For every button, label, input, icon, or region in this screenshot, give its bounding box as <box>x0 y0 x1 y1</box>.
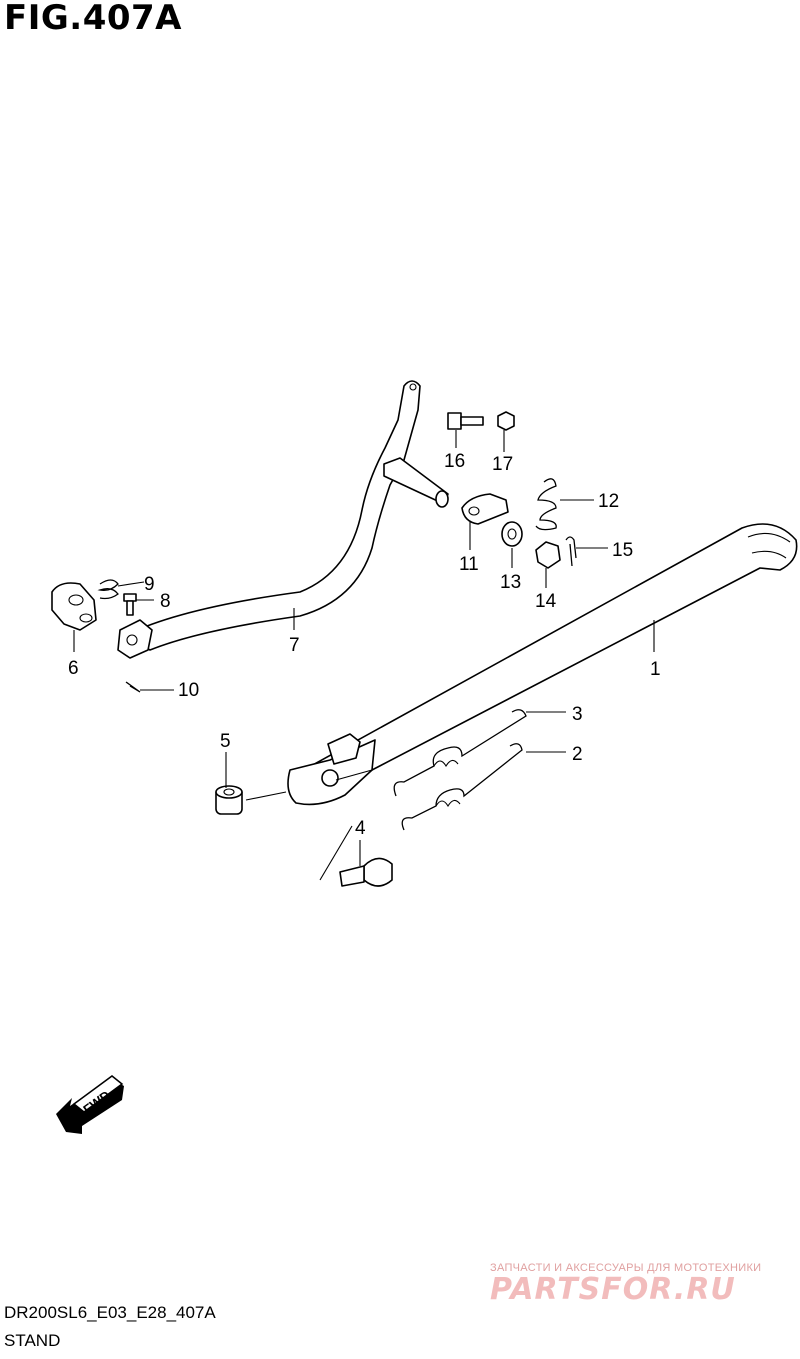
leader-lines <box>73 430 655 881</box>
callout-3: 3 <box>572 704 583 725</box>
stud-bolt <box>339 857 393 887</box>
watermark-brand: PARTSFOR.RU <box>490 1272 736 1307</box>
side-stand-leg <box>287 523 798 806</box>
retaining-pin <box>565 536 577 567</box>
figure-title: FIG.407A <box>4 0 182 38</box>
callout-10: 10 <box>178 680 199 701</box>
spring-short <box>401 743 523 831</box>
callout-16: 16 <box>444 451 465 472</box>
callout-17: 17 <box>492 454 513 475</box>
diagram-name: STAND <box>4 1331 61 1350</box>
callout-12: 12 <box>598 491 619 512</box>
callout-6: 6 <box>68 658 79 679</box>
small-spring <box>97 579 119 600</box>
spring-long <box>393 709 527 797</box>
bushing <box>535 541 561 569</box>
callout-11: 11 <box>459 554 479 575</box>
callout-13: 13 <box>500 572 521 593</box>
stand-plate <box>461 493 509 525</box>
callout-14: 14 <box>535 591 557 612</box>
stand-bracket <box>117 380 449 659</box>
callout-7: 7 <box>289 635 300 656</box>
fwd-arrow-icon: FWD <box>56 1075 124 1134</box>
stand-spring <box>535 478 557 531</box>
collar <box>215 785 243 815</box>
bracket-clamp <box>51 582 97 631</box>
diagram-code: DR200SL6_E03_E28_407A <box>4 1303 216 1322</box>
callout-1: 1 <box>650 659 661 680</box>
callout-2: 2 <box>572 744 583 765</box>
watermark: ЗАПЧАСТИ И АКСЕССУАРЫ ДЛЯ МОТОТЕХНИКИ PA… <box>490 1262 790 1307</box>
watermark-tagline: ЗАПЧАСТИ И АКСЕССУАРЫ ДЛЯ МОТОТЕХНИКИ <box>490 1262 762 1274</box>
callout-4: 4 <box>355 818 366 839</box>
callout-5: 5 <box>220 731 231 752</box>
callout-15: 15 <box>612 540 633 561</box>
callout-9: 9 <box>144 574 155 595</box>
washer <box>501 521 523 547</box>
callout-8: 8 <box>160 591 171 612</box>
nut <box>497 411 515 431</box>
small-bolt <box>123 593 137 616</box>
cotter-pin <box>125 681 141 693</box>
pivot-bolt <box>447 412 484 430</box>
